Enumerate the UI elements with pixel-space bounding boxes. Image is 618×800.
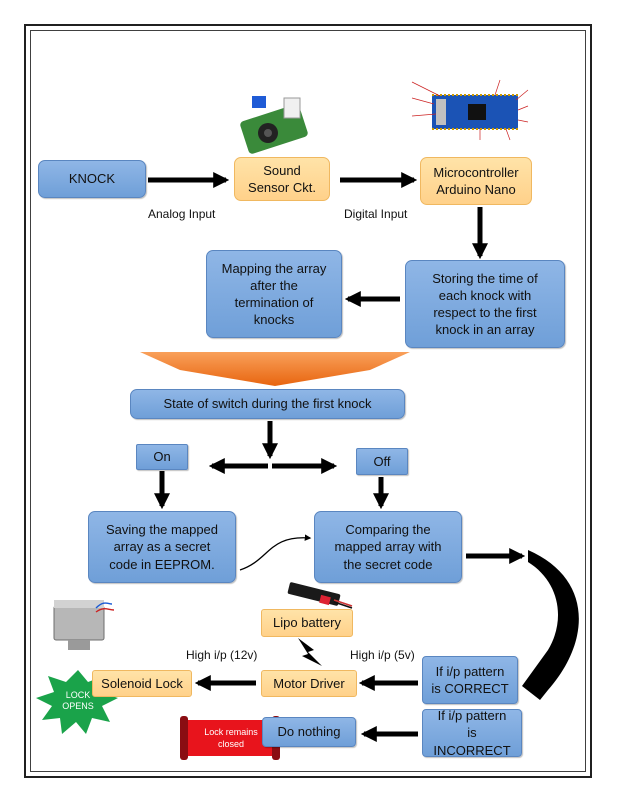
on-node: On — [136, 444, 188, 470]
inner-frame — [30, 30, 586, 772]
storing-node: Storing the time of each knock with resp… — [405, 260, 565, 348]
lipo-battery-node: Lipo battery — [261, 609, 353, 637]
high-12v-label: High i/p (12v) — [186, 648, 258, 662]
motor-driver-node: Motor Driver — [261, 670, 357, 697]
lightning-bolt-icon — [298, 638, 322, 666]
saving-node: Saving the mapped array as a secret code… — [88, 511, 236, 583]
mapping-node: Mapping the array after the termination … — [206, 250, 342, 338]
arduino-nano-board-image — [411, 79, 529, 141]
solenoid-lock-node: Solenoid Lock — [92, 670, 192, 697]
outer-frame — [24, 24, 592, 778]
high-5v-label: High i/p (5v) — [350, 648, 415, 662]
funnel-arrow — [140, 352, 410, 386]
incorrect-node: If i/p pattern is INCORRECT — [422, 708, 522, 758]
state-of-switch-node: State of switch during the first knock — [130, 389, 405, 419]
solenoid-lock-image — [53, 600, 115, 650]
do-nothing-node: Do nothing — [262, 717, 356, 747]
analog-input-label: Analog Input — [148, 207, 216, 221]
knock-node: KNOCK — [38, 160, 146, 198]
digital-input-label: Digital Input — [344, 207, 408, 221]
off-node: Off — [356, 448, 408, 475]
lock-opens-text: LOCK OPENS — [62, 690, 94, 712]
comparing-node: Comparing the mapped array with the secr… — [314, 511, 462, 583]
sound-sensor-module-image — [240, 96, 308, 154]
correct-node: If i/p pattern is CORRECT — [422, 656, 518, 704]
microcontroller-node: Microcontroller Arduino Nano — [420, 157, 532, 205]
lipo-battery-image — [287, 582, 353, 609]
sound-sensor-node: Sound Sensor Ckt. — [234, 157, 330, 201]
lock-remains-closed-text: Lock remains closed — [204, 727, 258, 750]
curve-saving-to-comparing — [239, 534, 312, 571]
curved-arrow-to-result — [522, 550, 579, 700]
